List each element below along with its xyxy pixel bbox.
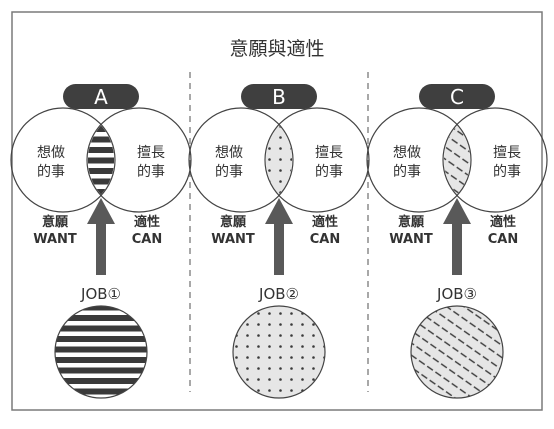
want-zh-label: 意願 <box>220 214 247 230</box>
venn-circle-can <box>442 107 548 213</box>
job-circle <box>410 305 504 399</box>
can-en-label: CAN <box>132 232 162 247</box>
venn-intersection <box>443 125 471 195</box>
can-label-bottom: 的事 <box>493 164 521 180</box>
can-zh-label: 適性 <box>312 214 338 230</box>
want-zh-label: 意願 <box>398 214 425 230</box>
job-label: JOB③ <box>436 285 477 303</box>
can-en-label: CAN <box>310 232 340 247</box>
venn-intersection <box>265 125 293 195</box>
venn-circle-can <box>264 107 370 213</box>
can-en-label: CAN <box>488 232 518 247</box>
venn-intersection <box>87 125 115 195</box>
can-label-top: 擅長 <box>315 144 343 161</box>
want-label-bottom: 的事 <box>215 164 243 180</box>
panel-badge <box>63 84 139 109</box>
job-label: JOB② <box>258 285 299 303</box>
panel-badge-label: B <box>272 85 286 109</box>
up-arrow <box>265 198 293 275</box>
want-label-bottom: 的事 <box>393 164 421 180</box>
diagram-title: 意願與適性 <box>229 38 324 60</box>
can-label-bottom: 的事 <box>315 164 343 180</box>
venn-circle-want <box>10 107 116 213</box>
up-arrow <box>443 198 471 275</box>
want-label-top: 想做 <box>393 145 421 161</box>
want-en-label: WANT <box>389 232 433 247</box>
can-label-bottom: 的事 <box>137 164 165 180</box>
job-label: JOB① <box>80 285 121 303</box>
want-label-top: 想做 <box>215 145 243 161</box>
outer-border <box>11 11 543 411</box>
venn-circle-want <box>188 107 294 213</box>
panel-badge <box>241 84 317 109</box>
can-zh-label: 適性 <box>134 214 160 230</box>
can-zh-label: 適性 <box>490 214 516 230</box>
want-en-label: WANT <box>33 232 77 247</box>
panel-badge-label: C <box>450 85 464 109</box>
want-zh-label: 意願 <box>42 214 69 230</box>
job-circle <box>232 305 326 399</box>
venn-circle-want <box>366 107 472 213</box>
want-en-label: WANT <box>211 232 255 247</box>
want-label-bottom: 的事 <box>37 164 65 180</box>
can-label-top: 擅長 <box>137 144 165 161</box>
want-label-top: 想做 <box>37 145 65 161</box>
panel-badge-label: A <box>94 85 108 109</box>
up-arrow <box>87 198 115 275</box>
can-label-top: 擅長 <box>493 144 521 161</box>
job-circle <box>54 305 148 399</box>
panel-badge <box>419 84 495 109</box>
venn-circle-can <box>86 107 192 213</box>
